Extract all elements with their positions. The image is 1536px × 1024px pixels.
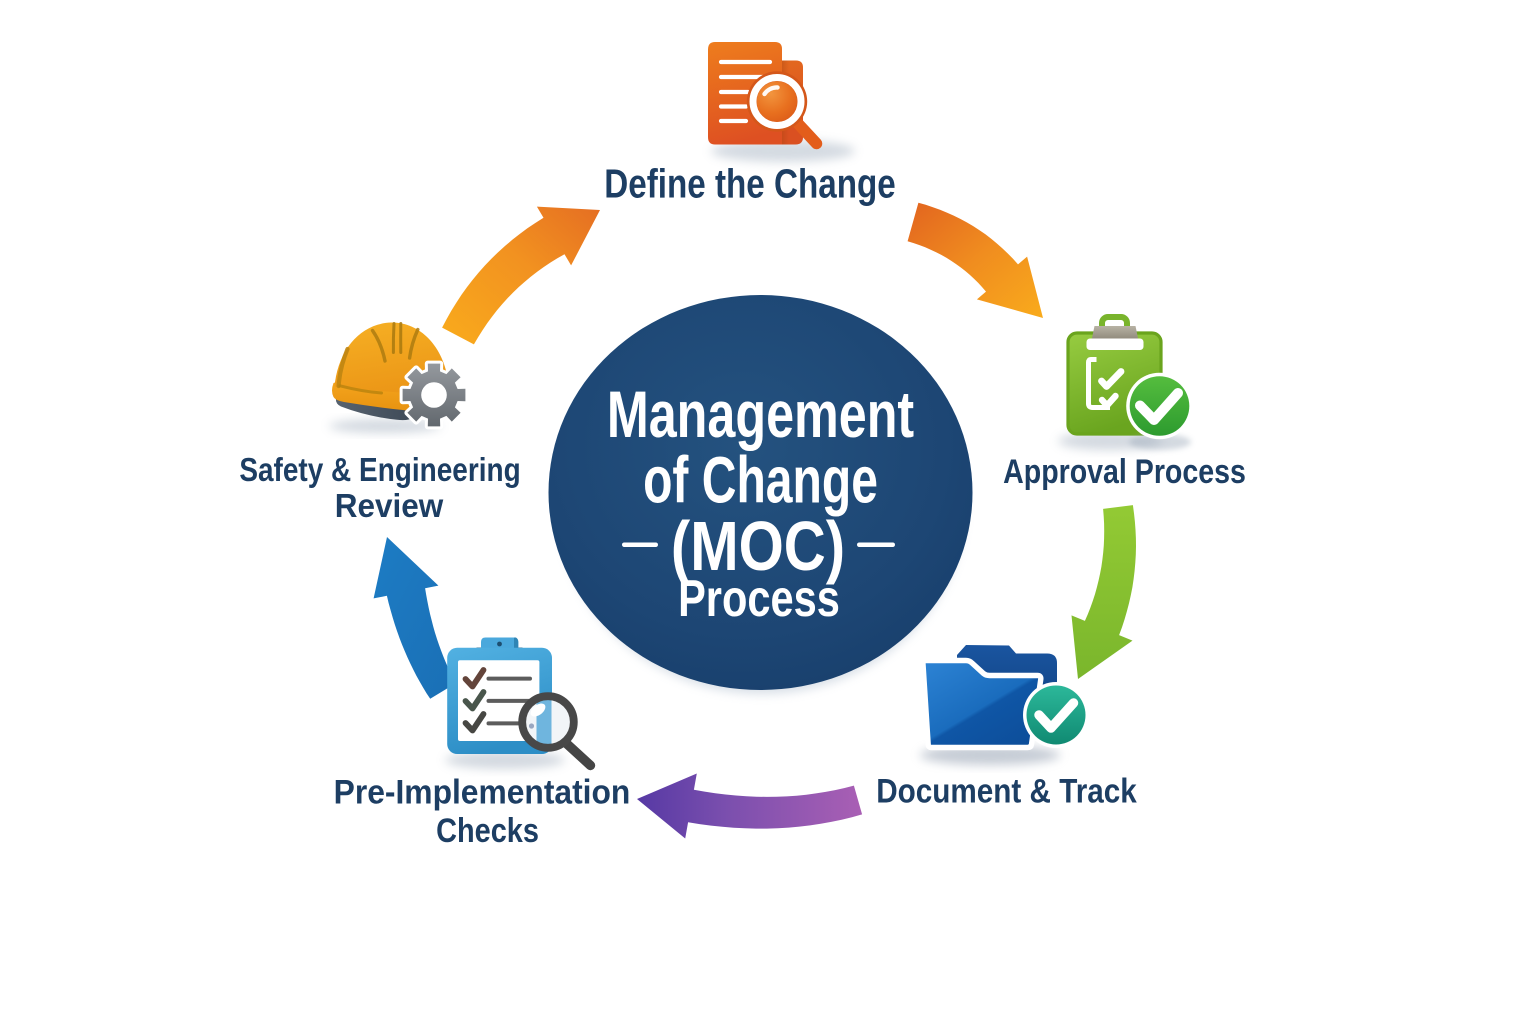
svg-text:Pre-Implementation: Pre-Implementation <box>334 773 631 811</box>
svg-text:Safety & Engineering: Safety & Engineering <box>239 451 520 489</box>
svg-text:Checks: Checks <box>436 811 539 850</box>
svg-text:Document & Track: Document & Track <box>876 772 1137 810</box>
svg-text:Management: Management <box>607 379 914 452</box>
svg-text:Approval Process: Approval Process <box>1003 453 1246 491</box>
svg-text:Review: Review <box>335 487 444 524</box>
svg-text:Define the Change: Define the Change <box>604 160 895 206</box>
svg-text:Process: Process <box>678 569 840 628</box>
svg-text:of Change: of Change <box>643 444 878 517</box>
svg-text:(MOC): (MOC) <box>671 507 845 585</box>
